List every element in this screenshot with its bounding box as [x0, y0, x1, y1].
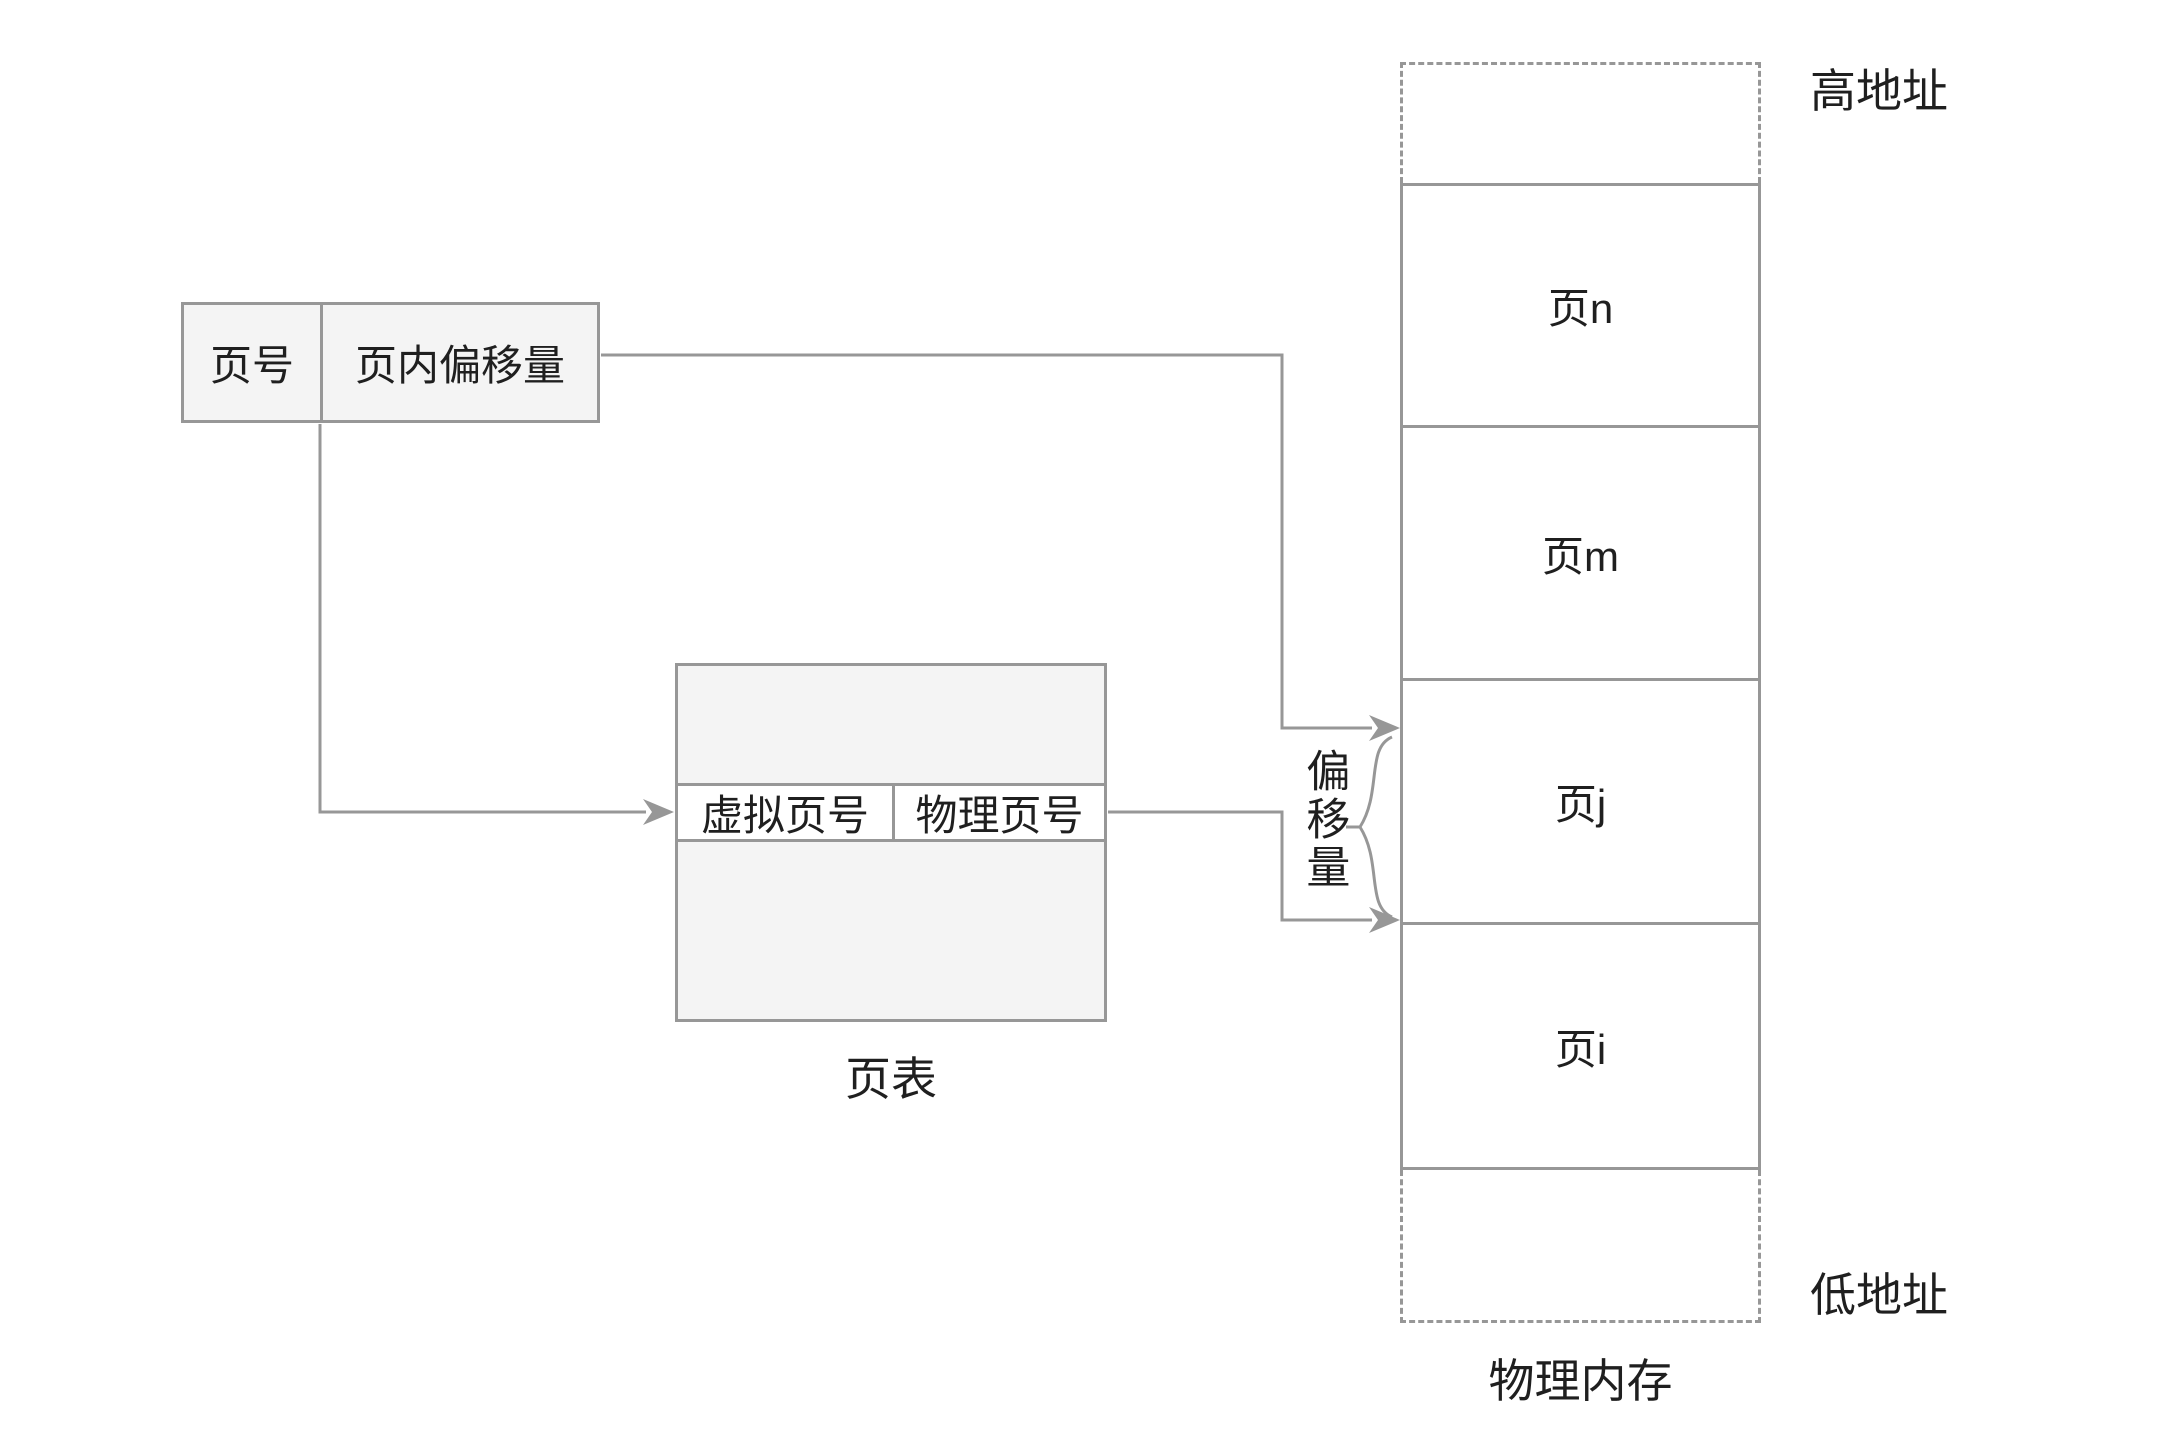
virtual-address-box: 页号 页内偏移量 — [181, 302, 600, 423]
high-address-label: 高地址 — [1810, 65, 1948, 117]
memory-page-row: 页i — [1400, 922, 1761, 1170]
page-number-cell: 页号 — [184, 305, 323, 420]
page-offset-label: 页内偏移量 — [354, 342, 565, 389]
arrowhead-offset-into-memory-icon — [1369, 715, 1400, 741]
memory-page-row: 页m — [1400, 425, 1761, 678]
offset-brace — [1358, 735, 1393, 919]
physical-page-number-cell: 物理页号 — [895, 786, 1104, 839]
offset-label: 偏移量 — [1299, 748, 1349, 892]
memory-unmapped-top-region — [1400, 62, 1761, 183]
arrowhead-page-table-into-memory-icon — [1369, 907, 1400, 933]
page-table-entry-row: 虚拟页号 物理页号 — [675, 783, 1107, 842]
page-number-label: 页号 — [209, 342, 294, 389]
page-table-label: 页表 — [845, 1053, 937, 1105]
virtual-page-number-label: 虚拟页号 — [700, 792, 869, 839]
physical-page-number-label: 物理页号 — [915, 792, 1084, 839]
physical-memory-label: 物理内存 — [1488, 1355, 1673, 1407]
virtual-page-number-cell: 虚拟页号 — [678, 786, 895, 839]
memory-page-label: 页m — [1542, 532, 1619, 580]
memory-page-row: 页n — [1400, 183, 1761, 425]
memory-page-label: 页i — [1554, 1025, 1607, 1073]
memory-unmapped-bottom-region — [1400, 1170, 1761, 1323]
low-address-label: 低地址 — [1810, 1269, 1948, 1321]
memory-page-label: 页n — [1547, 285, 1614, 332]
page-table-box: 虚拟页号 物理页号 — [675, 663, 1107, 1022]
memory-page-label: 页j — [1554, 781, 1607, 828]
connector-page-number-to-page-table — [318, 424, 646, 814]
memory-page-row: 页j — [1400, 678, 1761, 922]
page-offset-cell: 页内偏移量 — [323, 305, 597, 420]
physical-memory-column: 页n 页m 页j 页i — [1400, 62, 1761, 1323]
arrowhead-into-page-table-icon — [643, 799, 674, 825]
